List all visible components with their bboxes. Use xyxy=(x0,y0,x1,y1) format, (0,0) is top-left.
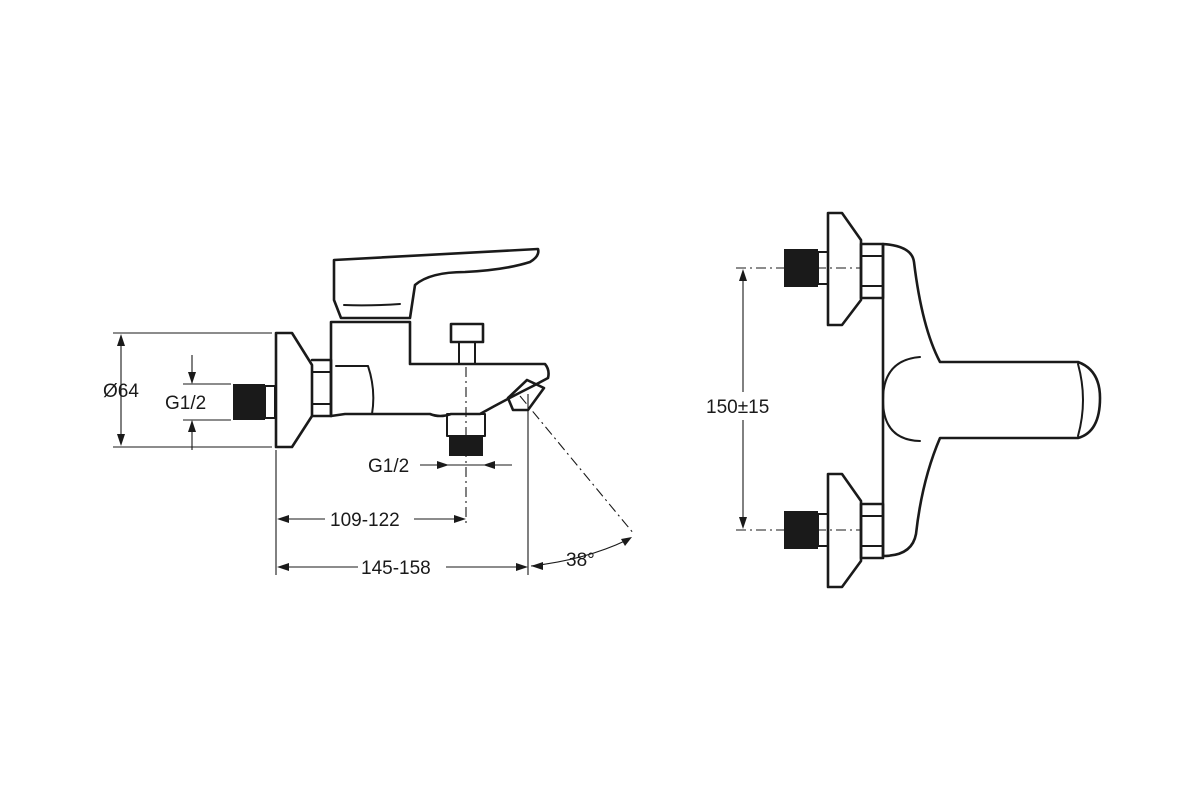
arrow xyxy=(188,420,196,432)
label-outlet-thread: G1/2 xyxy=(368,456,409,477)
shower-outlet-thread xyxy=(449,436,483,456)
arrow xyxy=(621,537,632,546)
front-body xyxy=(881,242,1102,558)
aerator xyxy=(506,378,546,412)
lever-end-contour xyxy=(1077,363,1084,437)
front-body-contour xyxy=(882,399,921,442)
inlet-top xyxy=(784,211,885,327)
arrow xyxy=(454,515,466,523)
arrow xyxy=(188,372,196,384)
label-spout-angle: 38° xyxy=(566,550,595,571)
hex-nut-bottom xyxy=(859,502,885,560)
inlet-thread-left xyxy=(233,384,276,420)
arrow xyxy=(516,563,528,571)
hex-nut xyxy=(310,358,333,418)
arrow xyxy=(739,517,747,529)
front-view xyxy=(784,211,1102,589)
label-diameter: Ø64 xyxy=(103,381,139,402)
wall-escutcheon xyxy=(274,331,314,449)
front-body-contour xyxy=(882,356,921,401)
arrow xyxy=(739,269,747,281)
lever-handle xyxy=(332,247,540,320)
front-view-dimensions: 150±15 xyxy=(706,267,860,531)
diverter-stem xyxy=(458,341,476,365)
mixer-body xyxy=(329,320,550,418)
label-inlet-thread: G1/2 xyxy=(165,393,206,414)
side-view-dimensions: Ø64 G1/2 G1/2 109-122 145-158 xyxy=(103,332,635,579)
arrow xyxy=(531,562,543,570)
diverter-knob xyxy=(449,322,485,344)
spray-angle-line xyxy=(519,395,635,535)
label-outlet-distance: 109-122 xyxy=(330,510,400,531)
lever-contour xyxy=(343,303,401,307)
label-spout-length: 145-158 xyxy=(361,558,431,579)
side-view xyxy=(233,247,550,456)
escutcheon-top xyxy=(826,211,863,327)
hex-nut-top xyxy=(859,242,885,300)
arrow xyxy=(437,461,449,469)
inlet-thread-collar xyxy=(264,385,276,419)
arrow xyxy=(117,334,125,346)
label-inlet-spacing: 150±15 xyxy=(706,397,769,418)
body-contour xyxy=(335,365,375,415)
arrow xyxy=(483,461,495,469)
arrow xyxy=(277,515,289,523)
arrow xyxy=(117,434,125,446)
inlet-thread-body xyxy=(233,384,265,420)
arrow xyxy=(277,563,289,571)
escutcheon-bottom xyxy=(826,472,863,589)
